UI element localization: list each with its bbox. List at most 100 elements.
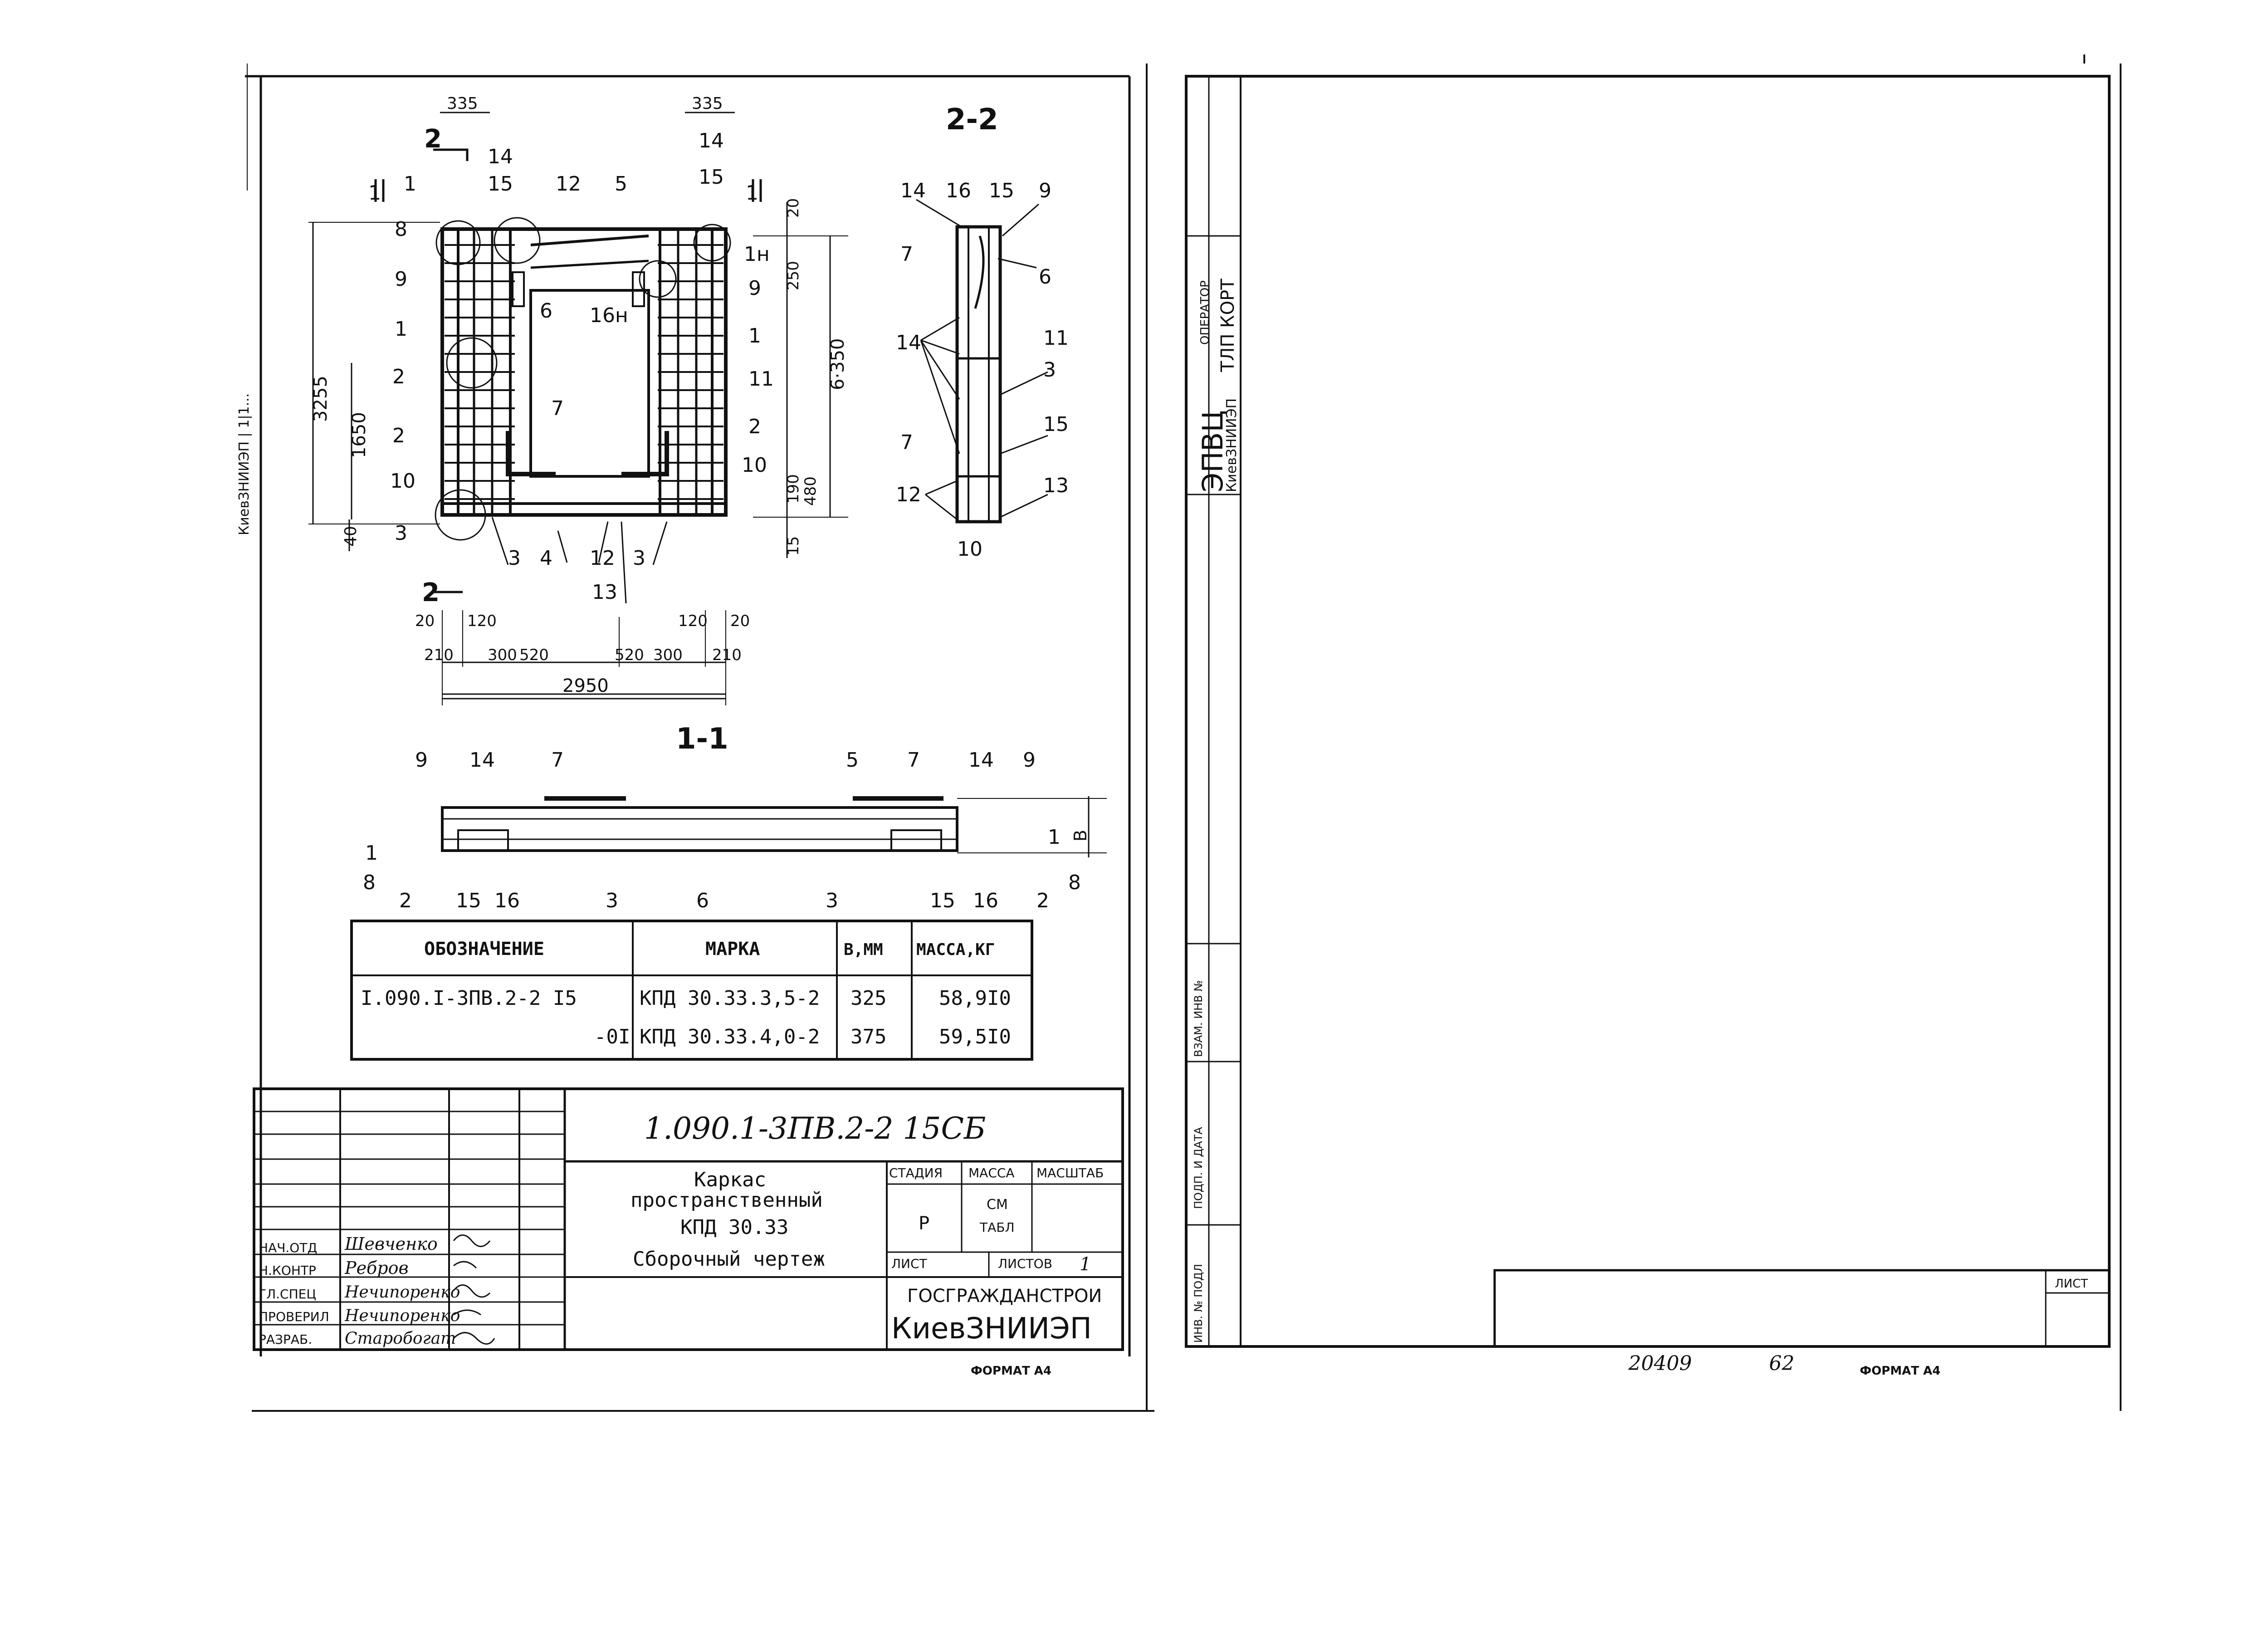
callout-5: 5 (615, 172, 627, 196)
org-subname: КиевЗНИИЭП (891, 1312, 1092, 1346)
callout-1h: 1н (744, 243, 770, 266)
section-11 (441, 796, 1107, 857)
stage-value: Р (919, 1213, 929, 1234)
stage-label: СТАДИЯ (889, 1165, 943, 1180)
plan-dim-top-left: 335 (447, 94, 478, 113)
s11-callout-7a: 7 (551, 749, 564, 772)
s22-callout-3: 3 (1043, 358, 1056, 382)
callout-13: 13 (592, 581, 617, 604)
s11-callout-14a: 14 (469, 749, 495, 772)
callout-10b: 10 (742, 454, 767, 477)
plan-details (308, 112, 848, 705)
callout-1a: 1 (404, 172, 416, 196)
callout-10a: 10 (390, 470, 415, 493)
sheet-label: ЛИСТ (891, 1256, 928, 1271)
s22-callout-14: 14 (900, 179, 926, 202)
spec-table: ОБОЗНАЧЕНИЕ МАРКА В,ММ МАССА,КГ I.090.I-… (350, 920, 1033, 1061)
footer-number-2: 62 (1769, 1352, 1794, 1375)
footer-number-1: 20409 (1628, 1352, 1692, 1375)
callout-4: 4 (540, 547, 552, 570)
spec-row2-b: 375 (850, 1025, 886, 1048)
title-line-1: Каркас (694, 1168, 766, 1191)
stamp-org-sub: КиевЗНИИЭП (1224, 398, 1240, 492)
callout-12b: 12 (590, 547, 615, 570)
plan-dim-40: 40 (342, 526, 360, 547)
plan-dim-b2-520a: 520 (519, 646, 549, 664)
spec-row2-mark: КПД 30.33.4,0-2 (640, 1025, 820, 1048)
s22-callout-11: 11 (1043, 327, 1069, 350)
callout-11: 11 (748, 367, 774, 391)
name-head-dept: Шевченко (344, 1234, 438, 1254)
scale-label: МАСШТАБ (1036, 1165, 1104, 1180)
title-line-3: КПД 30.33 (680, 1216, 788, 1239)
callout-3a: 3 (395, 522, 407, 545)
role-head-dept: НАЧ.ОТД (259, 1240, 317, 1255)
spec-header-b: В,ММ (844, 940, 883, 959)
right-sheet-text: ЭПВЦ КиевЗНИИЭП ОПЕРАТОР ТЛП КОРТ ВЗАМ. … (1192, 279, 2088, 1378)
section-11-title: 1-1 (676, 722, 728, 756)
right-sheet (1185, 54, 2121, 1411)
sheets-value: 1 (1080, 1254, 1091, 1275)
role-developed: РАЗРАБ. (259, 1332, 312, 1347)
plan-dim-20: 20 (784, 198, 802, 218)
plan-dim-top-right: 335 (692, 94, 723, 113)
callout-15b: 15 (699, 166, 724, 189)
s11-callout-3a: 3 (606, 889, 618, 912)
s11-callout-2a: 2 (399, 889, 412, 912)
s22-callout-13: 13 (1043, 474, 1069, 497)
s22-callout-10: 10 (957, 538, 982, 561)
plan-dim-b2-300b: 300 (653, 646, 683, 664)
s22-callout-15b: 15 (1043, 413, 1069, 436)
callout-9b: 9 (748, 277, 761, 300)
mass-label: МАССА (968, 1165, 1015, 1180)
s22-callout-9: 9 (1039, 179, 1051, 202)
section-22-labels: 2-2 14 16 15 9 7 6 14 11 3 15 7 12 13 10 (896, 103, 1069, 561)
s11-callout-5: 5 (846, 749, 859, 772)
plan-dim-b2-210a: 210 (424, 646, 454, 664)
s11-dim-b: В (1070, 830, 1090, 842)
plan-dim-15: 15 (784, 536, 802, 556)
left-format-label: ФОРМАТ А4 (971, 1364, 1051, 1378)
spec-row1-b: 325 (850, 987, 886, 1010)
callout-6: 6 (540, 299, 552, 323)
spec-header-mark: МАРКА (705, 939, 760, 959)
callout-1b: 1 (395, 318, 407, 341)
s22-callout-7a: 7 (900, 243, 913, 266)
callout-14b: 14 (699, 129, 724, 152)
plan-dim-250: 250 (784, 261, 802, 290)
s22-callout-12: 12 (896, 483, 921, 506)
s11-callout-7b: 7 (907, 749, 920, 772)
plan-dim-b2-210b: 210 (712, 646, 742, 664)
s22-callout-16: 16 (946, 179, 971, 202)
section-22 (916, 199, 1048, 524)
callout-2a: 2 (392, 365, 405, 388)
plan-dim-b1-20b: 20 (730, 612, 750, 630)
mass-value-2: ТАБЛ (979, 1220, 1015, 1235)
s22-callout-7b: 7 (900, 431, 913, 454)
left-sheet: КиевЗНИИЭП | 1|1... (236, 64, 1154, 1412)
callout-2c: 2 (748, 415, 761, 438)
callout-3c: 3 (633, 547, 645, 570)
section-22-cut-label: 2 (424, 124, 442, 154)
callout-14a: 14 (488, 145, 513, 168)
name-chief-spec: Нечипоренко (344, 1283, 460, 1302)
name-norm-control: Ребров (344, 1258, 409, 1278)
section-11-cut-label-right: 1 (746, 181, 758, 205)
s11-callout-15b: 15 (930, 889, 955, 912)
s11-callout-2b: 2 (1036, 889, 1049, 912)
section-11-cut-label: 1 (368, 181, 381, 205)
left-side-stamp: КиевЗНИИЭП | 1|1... (236, 393, 252, 535)
drawing-designation: 1.090.1-3ПВ.2-2 15СБ (644, 1111, 986, 1146)
s11-callout-9a: 9 (415, 749, 428, 772)
s11-callout-9b: 9 (1023, 749, 1036, 772)
side-label-replace-inv: ВЗАМ. ИНВ № (1192, 980, 1205, 1057)
spec-row1-mark: КПД 30.33.3,5-2 (640, 987, 820, 1010)
spec-header-designation: ОБОЗНАЧЕНИЕ (424, 939, 544, 959)
s11-callout-8a: 8 (363, 871, 376, 894)
role-chief-spec: ГЛ.СПЕЦ (259, 1287, 316, 1302)
s11-callout-3b: 3 (826, 889, 838, 912)
plan-dim-1650: 1650 (349, 412, 370, 458)
section-11-labels: 1-1 9 14 7 5 7 14 9 1 8 2 15 16 3 6 3 15… (363, 722, 1090, 912)
section-22-body (955, 225, 1002, 524)
